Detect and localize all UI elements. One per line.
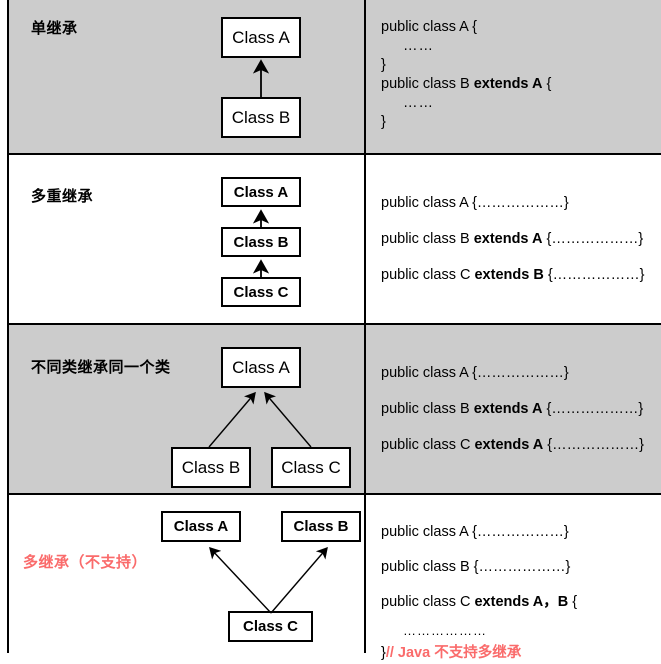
code-line: public class C extends B {………………} xyxy=(381,257,645,293)
column-divider xyxy=(364,495,366,653)
code-text: public class B xyxy=(381,76,474,92)
code-text: public class B xyxy=(381,231,474,247)
class-box-a-label: Class A xyxy=(233,183,289,201)
code-text: {………………} xyxy=(542,231,644,247)
column-divider xyxy=(364,155,366,323)
code-line: public class A {………………} xyxy=(381,195,569,211)
code-keyword: extends A xyxy=(473,231,543,247)
table-row-multiple-inheritance-unsupported: 多继承（不支持） Class A Class B Class C public … xyxy=(7,495,661,661)
code-block-shared-superclass: public class A {………………} public class B e… xyxy=(381,355,644,463)
class-box-b-label: Class B xyxy=(293,518,349,535)
class-box-b-label: Class B xyxy=(231,107,291,127)
class-box-b-label: Class B xyxy=(233,233,289,251)
code-block-multilevel-inheritance: public class A {………………} public class B e… xyxy=(381,185,645,293)
code-text: {………………} xyxy=(542,401,644,417)
row-label-shared-superclass: 不同类继承同一个类 xyxy=(31,359,171,376)
class-box-c-label: Class C xyxy=(242,618,299,635)
code-line: ……………… xyxy=(403,623,487,638)
code-line: public class C extends A {………………} xyxy=(381,427,644,463)
table-row-multilevel-inheritance: 多重继承 Class A Class B Class C public clas… xyxy=(7,155,661,325)
class-box-c: Class C xyxy=(221,277,301,307)
class-box-b: Class B xyxy=(221,97,301,138)
code-line: } xyxy=(381,57,386,73)
code-text: public class C xyxy=(381,437,475,453)
table-row-shared-superclass: 不同类继承同一个类 Class A Class B Class C public… xyxy=(7,325,661,495)
code-keyword: extends A xyxy=(473,76,543,92)
column-divider xyxy=(364,325,366,493)
class-box-a: Class A xyxy=(221,17,301,58)
class-box-a: Class A xyxy=(221,347,301,388)
code-text: {………………} xyxy=(543,267,645,283)
row-label-multiple-inheritance-unsupported: 多继承（不支持） xyxy=(23,554,148,571)
code-line: public class A { xyxy=(381,19,477,35)
code-line: public class B extends A { xyxy=(381,75,551,94)
code-line: public class B {………………} xyxy=(381,559,571,575)
class-box-c-label: Class C xyxy=(233,283,289,301)
class-box-a-label: Class A xyxy=(173,518,229,535)
class-box-c-label: Class C xyxy=(281,457,341,477)
code-keyword: extends B xyxy=(474,267,544,283)
code-keyword: extends A xyxy=(473,401,543,417)
code-text: { xyxy=(568,594,578,610)
table-row-single-inheritance: 单继承 Class A Class B public class A { …… … xyxy=(7,0,661,155)
code-line: …… xyxy=(403,38,434,54)
code-line: public class B extends A {………………} xyxy=(381,391,644,427)
code-text: public class B xyxy=(381,401,474,417)
row-label-single-inheritance: 单继承 xyxy=(31,20,78,37)
code-text: {………………} xyxy=(543,437,644,453)
inheritance-table: 单继承 Class A Class B public class A { …… … xyxy=(7,0,661,661)
code-keyword: extends A，B xyxy=(474,594,569,610)
code-text: { xyxy=(542,76,552,92)
class-box-b: Class B xyxy=(221,227,301,257)
class-box-a-label: Class A xyxy=(232,27,290,47)
class-box-c: Class C xyxy=(271,447,351,488)
class-box-a-label: Class A xyxy=(232,357,290,377)
inheritance-arrow-b-to-a xyxy=(252,59,270,97)
code-line: public class C extends A，B { xyxy=(381,585,577,620)
code-line: public class B extends A {………………} xyxy=(381,221,645,257)
class-box-c: Class C xyxy=(228,611,313,642)
code-comment: // Java 不支持多继承 xyxy=(385,645,522,661)
column-divider xyxy=(364,0,366,153)
code-line: public class A {………………} xyxy=(381,524,569,540)
row-label-multilevel-inheritance: 多重继承 xyxy=(31,188,94,205)
code-line: …… xyxy=(403,95,434,111)
code-text: public class C xyxy=(381,267,475,283)
code-block-single-inheritance: public class A { …… } public class B ext… xyxy=(381,18,551,132)
class-box-a: Class A xyxy=(161,511,241,542)
code-block-multiple-inheritance: public class A {………………} public class B {… xyxy=(381,515,577,664)
code-keyword: extends A xyxy=(474,437,544,453)
class-box-b: Class B xyxy=(281,511,361,542)
class-box-a: Class A xyxy=(221,177,301,207)
code-line: } xyxy=(381,114,386,130)
class-box-b-label: Class B xyxy=(181,457,241,477)
class-box-b: Class B xyxy=(171,447,251,488)
code-line: }// Java 不支持多继承 xyxy=(381,642,577,664)
code-line: public class A {………………} xyxy=(381,365,569,381)
code-text: public class C xyxy=(381,594,475,610)
